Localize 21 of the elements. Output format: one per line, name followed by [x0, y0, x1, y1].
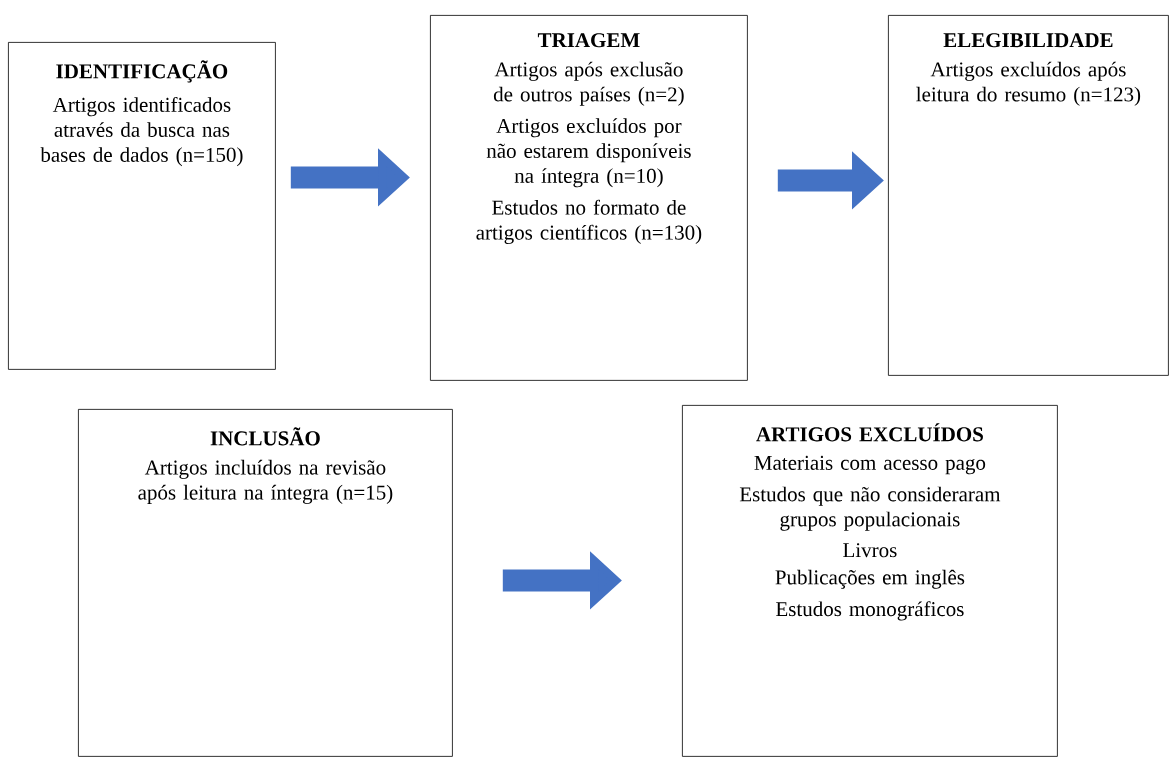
box-text: Livros	[843, 543, 897, 558]
box-text: Estudos monográficos	[776, 601, 964, 621]
box-heading: TRIAGEM	[537, 33, 640, 48]
box-text: Estudos que não consideraram grupos populacionais	[739, 486, 1001, 531]
process-box	[430, 15, 748, 381]
box-text: Artigos excluídos por não estarem disponíveis na íntegra (n=10)	[486, 118, 691, 188]
box-heading: ARTIGOS EXCLUÍDOS	[756, 423, 983, 442]
box-text: Materiais com acesso pago	[754, 455, 986, 475]
process-box	[888, 15, 1169, 376]
process-box	[682, 405, 1058, 757]
box-heading: IDENTIFICAÇÃO	[56, 60, 228, 83]
process-box	[8, 42, 276, 370]
box-text: Artigos após exclusão de outros países (n=2)	[493, 61, 684, 106]
box-text: Estudos no formato de artigos científicos (n=130)	[476, 199, 702, 244]
box-text: Publicações em inglês	[775, 569, 965, 589]
box-text: Artigos identificados através da busca nas bases de dados (n=150)	[40, 96, 243, 167]
box-heading: ELEGIBILIDADE	[943, 33, 1113, 48]
box-heading: INCLUSÃO	[210, 427, 320, 446]
box-text: Artigos excluídos após leitura do resumo (n=123)	[916, 61, 1141, 106]
box-text: Artigos incluídos na revisão após leitura na íntegra (n=15)	[138, 459, 393, 504]
process-box	[78, 409, 453, 757]
